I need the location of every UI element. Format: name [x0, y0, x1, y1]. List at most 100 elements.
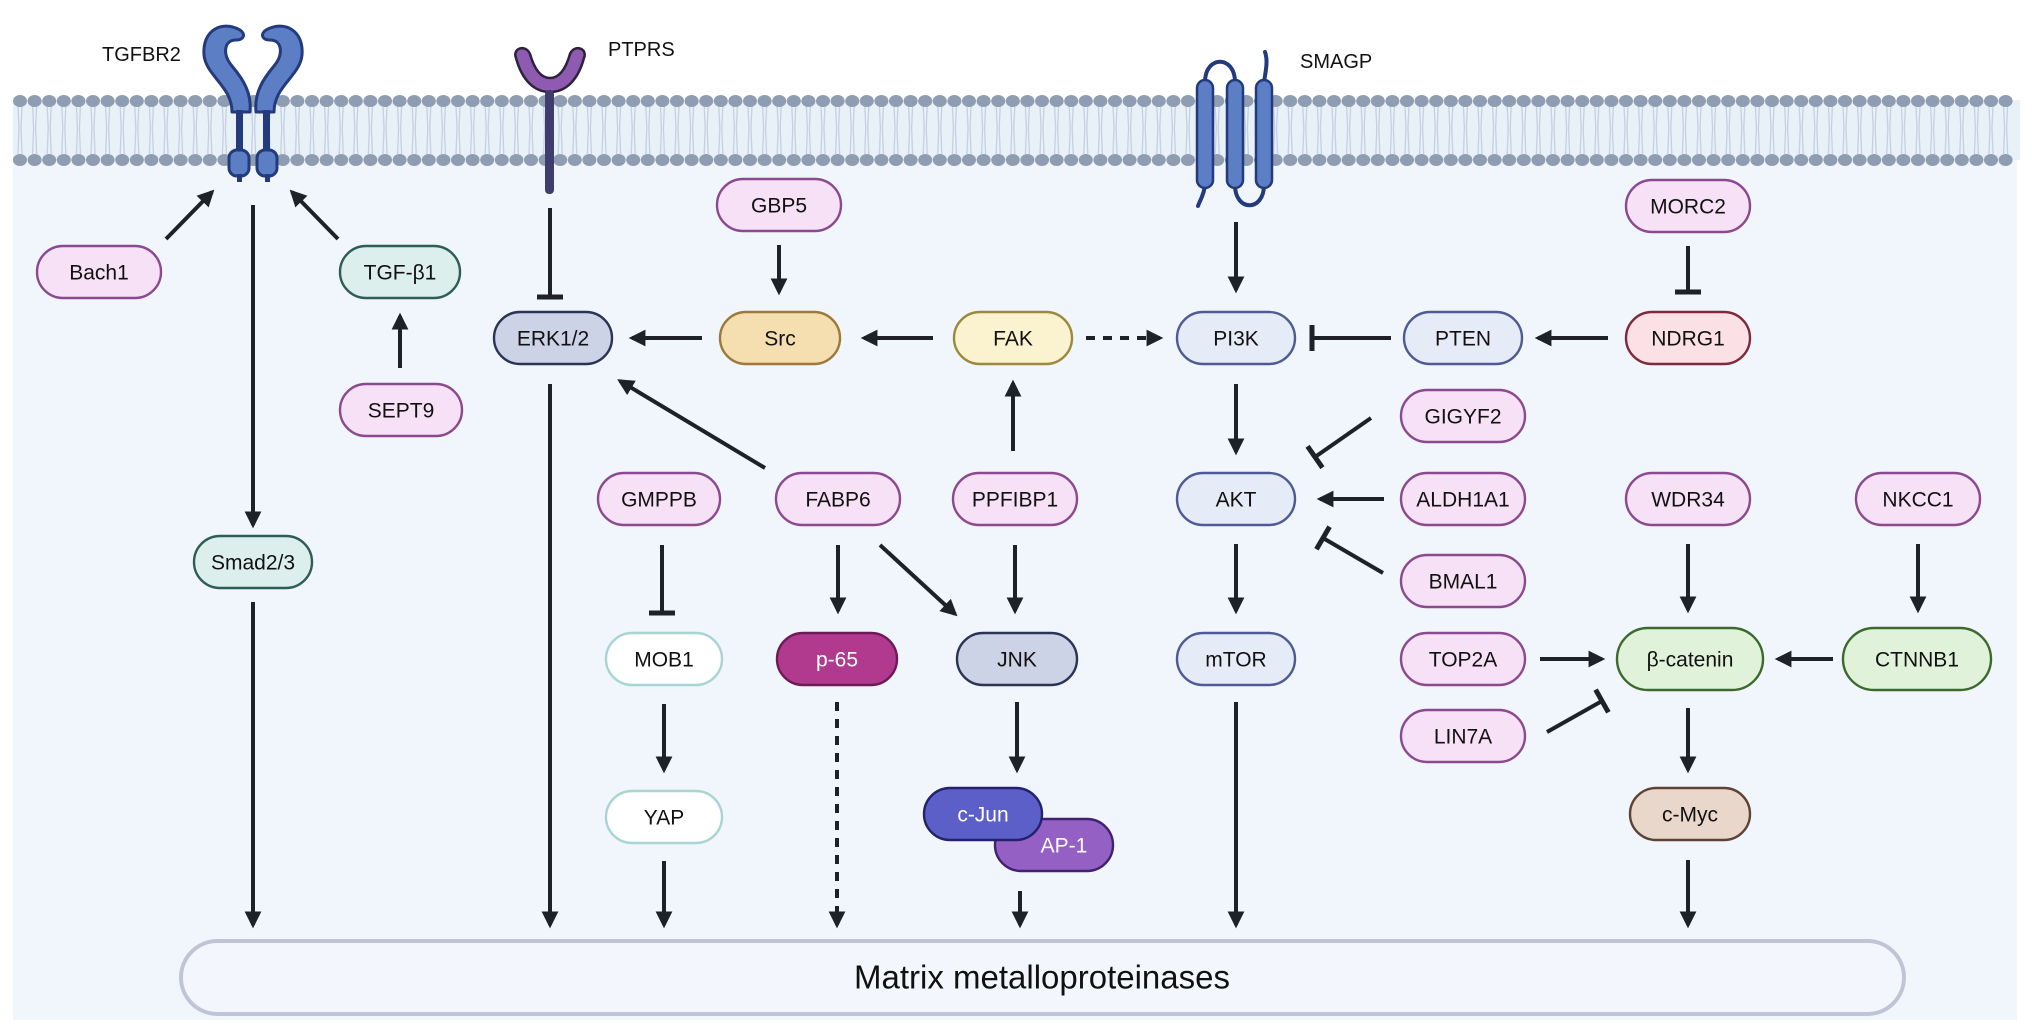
lipid-tail — [484, 105, 490, 155]
lipid-head — [567, 95, 582, 107]
lipid-head — [1750, 95, 1765, 107]
lipid-head — [728, 154, 743, 166]
lipid-tail — [1345, 105, 1352, 155]
lipid-head — [553, 154, 568, 166]
mmp-target[interactable]: Matrix metalloproteinases — [179, 939, 1906, 1016]
lipid-tail — [338, 105, 344, 155]
node-nkcc1[interactable]: NKCC1 — [1854, 471, 1982, 527]
lipid-tail — [1024, 105, 1031, 155]
node-top2a[interactable]: TOP2A — [1399, 631, 1527, 687]
node-gbp5[interactable]: GBP5 — [715, 177, 843, 233]
node-bach1[interactable]: Bach1 — [35, 244, 163, 300]
smagp-receptor[interactable] — [1195, 50, 1274, 208]
tgfbr2-label: TGFBR2 — [102, 44, 181, 66]
lipid-head — [524, 154, 538, 166]
lipid-head — [757, 154, 772, 166]
node-lin7a[interactable]: LIN7A — [1399, 708, 1527, 764]
lipid-tail — [250, 105, 257, 155]
lipid-head — [290, 95, 305, 107]
node-mtor[interactable]: mTOR — [1175, 631, 1297, 687]
node-label: ERK1/2 — [517, 328, 589, 351]
node-cjun[interactable]: c-Jun — [922, 786, 1044, 842]
node-tgfb1[interactable]: TGF-β1 — [338, 244, 462, 300]
node-ctnnb1[interactable]: CTNNB1 — [1841, 626, 1993, 692]
lipid-head — [421, 154, 436, 166]
edge-fabp6-erk12 — [617, 379, 767, 470]
node-shape — [955, 631, 1079, 687]
lipid-tail — [1886, 105, 1892, 155]
node-erk12[interactable]: ERK1/2 — [492, 310, 614, 366]
lipid-head — [42, 154, 57, 166]
node-cmyc[interactable]: c-Myc — [1628, 786, 1752, 842]
node-shape — [922, 786, 1044, 842]
edge-bmal1-akt — [1321, 536, 1385, 575]
node-ndrg1[interactable]: NDRG1 — [1624, 310, 1752, 366]
lipid-tail — [75, 105, 82, 155]
node-smad23[interactable]: Smad2/3 — [192, 534, 314, 590]
lipid-head — [1779, 154, 1794, 166]
lipid-tail — [878, 105, 885, 155]
lipid-tail — [659, 105, 666, 155]
lipid-head — [1721, 95, 1736, 107]
lipid-head — [1721, 154, 1736, 166]
node-yap[interactable]: YAP — [604, 789, 724, 845]
lipid-tail — [1185, 105, 1191, 155]
lipid-tail — [820, 105, 826, 155]
lipid-tail — [1404, 105, 1410, 155]
lipid-head — [305, 154, 319, 166]
lipid-tail — [1900, 105, 1907, 155]
lipid-head — [713, 95, 728, 107]
lipid-tail — [805, 105, 812, 155]
lipid-head — [1327, 154, 1341, 166]
node-fak[interactable]: FAK — [952, 310, 1074, 366]
lipid-head — [524, 95, 538, 107]
lipid-head — [1984, 154, 1998, 166]
node-bmal1[interactable]: BMAL1 — [1399, 553, 1527, 609]
node-sept9[interactable]: SEPT9 — [338, 382, 464, 438]
lipid-tail — [1710, 105, 1717, 155]
lipid-head — [1283, 95, 1298, 107]
node-ppfibp1[interactable]: PPFIBP1 — [951, 471, 1079, 527]
node-p65[interactable]: p-65 — [775, 631, 899, 687]
lipid-head — [100, 154, 115, 166]
node-gigyf2[interactable]: GIGYF2 — [1399, 388, 1527, 444]
node-pten[interactable]: PTEN — [1402, 310, 1524, 366]
lipid-head — [13, 95, 27, 107]
lipid-tail — [893, 105, 899, 155]
tgfbr2-receptor[interactable] — [202, 24, 304, 182]
node-label: Bach1 — [69, 262, 129, 285]
lipid-head — [27, 154, 42, 166]
node-gmppb[interactable]: GMPPB — [596, 471, 722, 527]
lipid-tail — [849, 105, 855, 155]
node-mob1[interactable]: MOB1 — [604, 631, 724, 687]
lipid-head — [1677, 95, 1692, 107]
node-shape — [1402, 310, 1524, 366]
lipid-tail — [1521, 105, 1527, 155]
node-bcatenin[interactable]: β-catenin — [1615, 626, 1765, 692]
node-akt[interactable]: AKT — [1175, 471, 1297, 527]
node-fabp6[interactable]: FABP6 — [774, 471, 902, 527]
node-wdr34[interactable]: WDR34 — [1624, 471, 1752, 527]
lipid-head — [1137, 95, 1152, 107]
lipid-head — [1458, 95, 1473, 107]
lipid-head — [1692, 95, 1706, 107]
node-label: c-Myc — [1662, 804, 1718, 827]
node-shape — [1175, 471, 1297, 527]
lipid-head — [976, 154, 991, 166]
lipid-tail — [995, 105, 1001, 155]
lipid-tail — [601, 105, 607, 155]
lipid-head — [1633, 154, 1648, 166]
lipid-head — [713, 154, 728, 166]
node-jnk[interactable]: JNK — [955, 631, 1079, 687]
lipid-head — [786, 154, 801, 166]
lipid-head — [962, 154, 976, 166]
ptprs-receptor[interactable] — [514, 46, 586, 194]
lipid-tail — [1331, 105, 1337, 155]
lipid-head — [1575, 95, 1590, 107]
node-aldh1a1[interactable]: ALDH1A1 — [1399, 471, 1527, 527]
node-pi3k[interactable]: PI3K — [1175, 310, 1297, 366]
node-morc2[interactable]: MORC2 — [1624, 178, 1752, 234]
lipid-head — [1341, 95, 1356, 107]
node-src[interactable]: Src — [718, 310, 842, 366]
